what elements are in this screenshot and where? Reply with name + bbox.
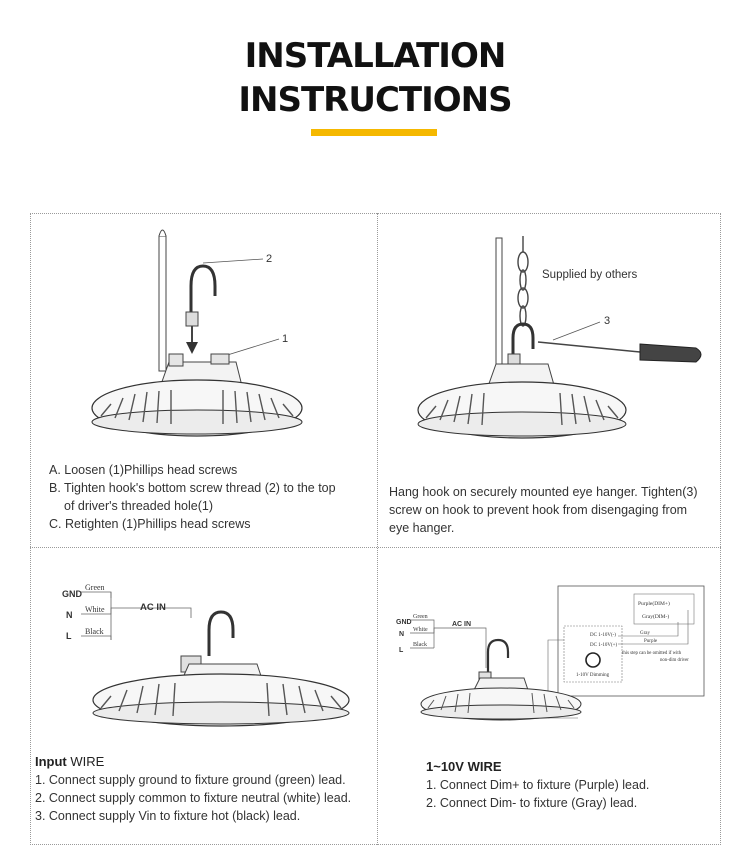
wire-green: Green	[85, 583, 105, 592]
eye-hanger-line-3: eye hanger.	[389, 521, 455, 535]
dimming-wire-text: 1~10V WIRE 1. Connect Dim+ to fixture (P…	[426, 758, 649, 812]
input-wire-diagram: GND N L Green White Black AC IN	[62, 583, 350, 727]
wire-black: Black	[85, 627, 104, 636]
dim-purple-terminal: Purple(DIM+)	[638, 600, 670, 607]
dim-terminal-n: N	[399, 631, 404, 638]
dimming-wire-step-2: 2. Connect Dim- to fixture (Gray) lead.	[426, 796, 638, 810]
dim-purple-lead: Purple	[644, 639, 658, 644]
dim-terminal-l: L	[399, 647, 404, 654]
wire-white: White	[85, 605, 105, 614]
input-wire-step-1: 1. Connect supply ground to fixture grou…	[35, 773, 346, 787]
dim-gray-terminal: Gray(DIM-)	[642, 613, 669, 620]
terminal-l: L	[66, 631, 72, 641]
input-wire-step-2: 2. Connect supply common to fixture neut…	[35, 791, 352, 805]
grid-divider-horizontal	[30, 547, 721, 548]
title-accent-bar	[311, 129, 437, 136]
supplied-by-others-label: Supplied by others	[542, 269, 638, 281]
dimming-wire-heading: 1~10V WIRE	[426, 759, 502, 774]
dimming-wire-diagram: GND N L Green White Black AC IN Purple(D…	[396, 585, 705, 721]
eye-hanger-line-1: Hang hook on securely mounted eye hanger…	[389, 485, 698, 499]
panel-dimming-wire: GND N L Green White Black AC IN Purple(D…	[378, 548, 720, 844]
dimming-wire-step-1: 1. Connect Dim+ to fixture (Purple) lead…	[426, 778, 650, 792]
dim-dc-plus: DC 1-10V(+)	[590, 643, 617, 648]
panel-input-wire: GND N L Green White Black AC IN Input WI…	[31, 548, 376, 844]
page-title-line2: INSTRUCTIONS	[238, 80, 512, 120]
dim-dc-minus: DC 1-10V(-)	[590, 633, 616, 638]
input-wire-heading-rest: WIRE	[66, 754, 105, 769]
callout-2: 2	[266, 253, 272, 265]
ac-in-label: AC IN	[140, 602, 166, 613]
instruction-grid	[30, 213, 721, 845]
dim-module-label: 1-10V Dimming	[576, 673, 610, 678]
input-wire-step-3: 3. Connect supply Vin to fixture hot (bl…	[35, 809, 301, 823]
panel-hook-mounting: 2 1 A. Loosen (1)Phillips head screws B.…	[31, 214, 376, 546]
step-b: B. Tighten hook's bottom screw thread (2…	[49, 481, 336, 495]
callout-3: 3	[604, 315, 610, 327]
step-c: C. Retighten (1)Phillips head screws	[49, 517, 251, 531]
dim-ac-in-label: AC IN	[452, 621, 471, 628]
callout-1: 1	[282, 333, 288, 345]
step-b-continued: of driver's threaded hole(1)	[64, 499, 213, 513]
dim-wire-green: Green	[413, 614, 428, 620]
dim-terminal-gnd: GND	[396, 619, 412, 626]
dim-gray-lead: Gray	[640, 631, 650, 636]
input-wire-text: Input WIRE 1. Connect supply ground to f…	[35, 753, 351, 825]
input-wire-heading-bold: Input	[35, 754, 67, 769]
panel-eye-hanger: Supplied by others 3 Hang hook on secure…	[378, 214, 720, 546]
dimmer-knob	[585, 652, 601, 668]
dim-wire-black: Black	[413, 642, 427, 648]
input-wire-heading: Input WIRE	[35, 753, 351, 771]
page-title-line1: INSTALLATION	[244, 36, 507, 76]
hook-mounting-illustration: 2 1	[91, 229, 303, 437]
eye-hanger-illustration: Supplied by others 3	[417, 236, 702, 439]
dim-wire-white: White	[413, 627, 428, 633]
dim-note-line-2: non-dim driver	[660, 658, 689, 663]
terminal-n: N	[66, 610, 73, 620]
eye-hanger-line-2: screw on hook to prevent hook from disen…	[389, 503, 688, 517]
eye-hanger-text: Hang hook on securely mounted eye hanger…	[389, 483, 698, 537]
step-a: A. Loosen (1)Phillips head screws	[49, 463, 238, 477]
grid-divider-vertical	[377, 213, 378, 845]
terminal-gnd: GND	[62, 589, 83, 599]
dim-note-line-1: this step can be omitted if with	[622, 651, 682, 656]
hook-mounting-steps: A. Loosen (1)Phillips head screws B. Tig…	[49, 461, 336, 533]
